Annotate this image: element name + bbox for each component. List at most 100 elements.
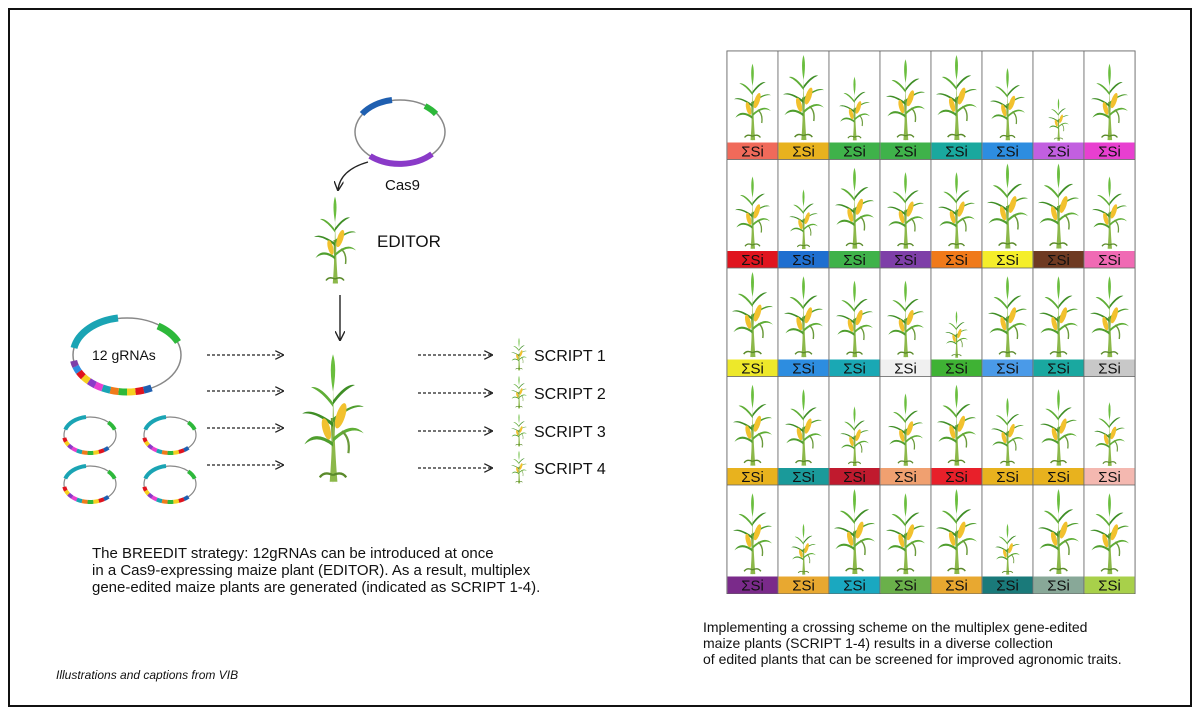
cell-color-band: [982, 576, 1033, 594]
cell-color-band: [982, 359, 1033, 377]
cell-label: ΣSi: [945, 252, 968, 269]
cell-color-band: [778, 468, 829, 485]
caption-left: The BREEDIT strategy: 12gRNAs can be int…: [92, 545, 612, 596]
script-plant: [510, 450, 528, 484]
cell-color-band: [931, 359, 982, 377]
cell-color-band: [880, 359, 931, 377]
small-plasmid: [62, 415, 117, 455]
script-plant: [510, 413, 528, 447]
cell-label: ΣSi: [843, 252, 866, 269]
grid-cell: ΣSi: [930, 267, 983, 378]
cell-label: ΣSi: [792, 144, 815, 161]
cell-label: ΣSi: [1047, 144, 1070, 161]
cell-color-band: [727, 576, 778, 594]
cell-label: ΣSi: [894, 469, 917, 486]
grid-cell: ΣSi: [777, 267, 830, 378]
cell-label: ΣSi: [996, 469, 1019, 486]
cell-color-band: [880, 576, 931, 594]
cell-label: ΣSi: [996, 252, 1019, 269]
caption-left-line: gene-edited maize plants are generated (…: [92, 579, 541, 596]
grid-cell: ΣSi: [1032, 159, 1085, 269]
grid-cell: ΣSi: [777, 50, 830, 161]
cell-color-band: [1033, 251, 1084, 268]
cell-label: ΣSi: [1047, 469, 1070, 486]
cell-label: ΣSi: [996, 578, 1019, 595]
grid-cell: ΣSi: [828, 376, 881, 486]
cell-label: ΣSi: [741, 144, 764, 161]
cell-color-band: [778, 576, 829, 594]
cell-label: ΣSi: [996, 361, 1019, 378]
small-plasmid: [62, 464, 117, 504]
grna-segment: [109, 386, 119, 396]
grid-cell: ΣSi: [1032, 50, 1085, 161]
grid-cell: ΣSi: [777, 484, 830, 595]
cell-label: ΣSi: [792, 361, 815, 378]
cas9-label: Cas9: [385, 177, 420, 194]
main-plant: [300, 352, 366, 484]
cell-color-band: [1084, 468, 1135, 485]
cell-color-band: [829, 142, 880, 160]
grna-plasmid: [70, 314, 182, 396]
cell-color-band: [880, 468, 931, 485]
grid-cell: ΣSi: [930, 376, 983, 486]
grid-cell: ΣSi: [726, 159, 779, 269]
cell-color-band: [1084, 576, 1135, 594]
cell-color-band: [880, 142, 931, 160]
caption-left-line: in a Cas9-expressing maize plant (EDITOR…: [92, 562, 531, 579]
grid-cell: ΣSi: [981, 267, 1034, 378]
cell-color-band: [829, 251, 880, 268]
cell-color-band: [829, 468, 880, 485]
cell-color-band: [931, 251, 982, 268]
cell-label: ΣSi: [741, 361, 764, 378]
grid-cell: ΣSi: [879, 50, 932, 161]
cell-color-band: [727, 468, 778, 485]
cell-label: ΣSi: [1098, 144, 1121, 161]
script-plant: [510, 337, 528, 371]
cell-label: ΣSi: [792, 469, 815, 486]
script-label: SCRIPT 4: [534, 461, 606, 478]
cell-label: ΣSi: [1098, 252, 1121, 269]
grid-cell: ΣSi: [1083, 376, 1136, 486]
grid-cell: ΣSi: [1032, 484, 1085, 595]
grid-cell: ΣSi: [1032, 376, 1085, 486]
cell-color-band: [1084, 359, 1135, 377]
cell-label: ΣSi: [945, 361, 968, 378]
cell-label: ΣSi: [843, 144, 866, 161]
cell-label: ΣSi: [894, 144, 917, 161]
input-arrows: [207, 355, 283, 465]
cell-color-band: [829, 359, 880, 377]
cell-label: ΣSi: [996, 144, 1019, 161]
cell-color-band: [982, 142, 1033, 160]
grid-cell: ΣSi: [1083, 50, 1136, 161]
grid-cell: ΣSi: [981, 159, 1034, 269]
cell-color-band: [982, 468, 1033, 485]
grna-segment: [86, 378, 97, 389]
grid-cell: ΣSi: [726, 267, 779, 378]
cell-color-band: [982, 251, 1033, 268]
cell-color-band: [1033, 468, 1084, 485]
grid-cell: ΣSi: [726, 376, 779, 486]
cell-color-band: [778, 251, 829, 268]
grid-cell: ΣSi: [828, 484, 881, 595]
grid-cell: ΣSi: [930, 484, 983, 595]
caption-left-line: The BREEDIT strategy: 12gRNAs can be int…: [92, 545, 494, 562]
grid-cell: ΣSi: [1083, 267, 1136, 378]
grid-cell: ΣSi: [981, 376, 1034, 486]
cell-color-band: [829, 576, 880, 594]
grna-label: 12 gRNAs: [92, 347, 156, 363]
script-label: SCRIPT 3: [534, 424, 606, 441]
grna-segment: [80, 374, 91, 385]
cell-color-band: [931, 576, 982, 594]
cell-label: ΣSi: [741, 578, 764, 595]
editor-plant: [313, 195, 357, 285]
cell-label: ΣSi: [1098, 469, 1121, 486]
grid-cell: ΣSi: [981, 50, 1034, 161]
grid-cell: ΣSi: [981, 484, 1034, 595]
grid-cell: ΣSi: [879, 267, 932, 378]
cas9-arrow: [338, 161, 369, 190]
cell-label: ΣSi: [894, 361, 917, 378]
grna-segment: [70, 359, 79, 368]
small-plasmid: [142, 415, 197, 455]
output-arrows: [418, 355, 492, 468]
